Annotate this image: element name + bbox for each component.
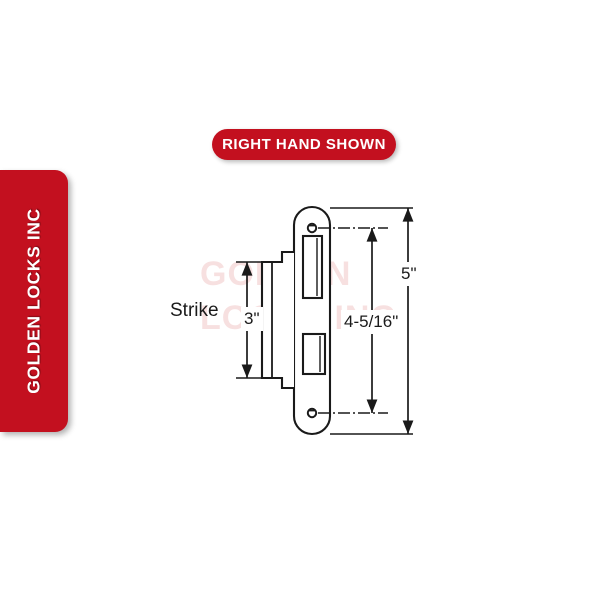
dimension-label-plate-height: 5" xyxy=(398,262,420,286)
brand-panel: GOLDEN LOCKS INC xyxy=(0,170,68,432)
screw-holes xyxy=(306,222,318,419)
hand-orientation-badge-label: RIGHT HAND SHOWN xyxy=(222,136,386,153)
cutout-lower xyxy=(301,332,327,376)
strike-part-label: Strike xyxy=(170,300,219,321)
dimension-label-screw-spacing: 4-5/16" xyxy=(341,310,402,334)
strike-cutouts xyxy=(301,234,327,376)
dimension-label-lip-height: 3" xyxy=(241,307,263,331)
strike-lip-profile xyxy=(260,250,294,390)
cutout-upper xyxy=(301,234,324,300)
extension-lines xyxy=(236,207,413,435)
hand-orientation-badge: RIGHT HAND SHOWN xyxy=(212,129,396,160)
